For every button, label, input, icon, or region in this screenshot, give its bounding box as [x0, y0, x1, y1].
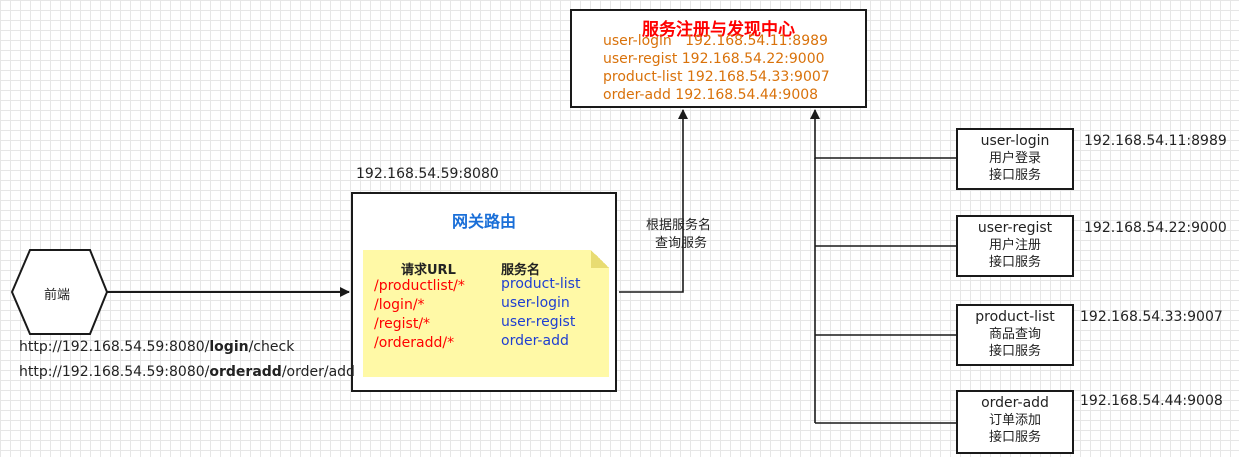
request-path-bold: login — [209, 339, 249, 355]
services-to-registry-arrow — [810, 109, 956, 159]
service-name: order-add — [981, 395, 1049, 411]
registry-center-box[interactable]: 服务注册与发现中心 user-login 192.168.54.11:8989 … — [570, 9, 867, 108]
service-desc: 订单添加 — [988, 413, 1041, 428]
registry-title: 服务注册与发现中心 — [642, 20, 795, 40]
request-prefix: http://192.168.54.59:8080/ — [19, 364, 210, 380]
registry-entry: order-add 192.168.54.44:9008 — [603, 87, 819, 103]
gateway-to-registry-arrow — [619, 109, 688, 293]
route-url: /login/* — [374, 297, 425, 313]
service-box-user-login[interactable]: user-login 用户登录 接口服务 — [956, 128, 1074, 190]
service-desc: 用户登录 — [988, 151, 1041, 166]
service-type: 接口服务 — [988, 255, 1041, 270]
service-ip: 192.168.54.33:9007 — [1080, 309, 1223, 325]
service-name: product-list — [975, 309, 1055, 325]
request-suffix: /order/add — [281, 364, 355, 380]
url-column-header: 请求URL — [401, 263, 456, 278]
route-service: order-add — [501, 333, 569, 349]
service-type: 接口服务 — [988, 168, 1041, 183]
service-box-user-regist[interactable]: user-regist 用户注册 接口服务 — [956, 215, 1074, 277]
service-type: 接口服务 — [988, 344, 1041, 359]
client-hexagon[interactable] — [10, 249, 109, 335]
note-fold-corner — [591, 250, 609, 268]
query-label-line2: 查询服务 — [655, 236, 708, 251]
request-example: http://192.168.54.59:8080/orderadd/order… — [19, 364, 355, 380]
service-type: 接口服务 — [988, 430, 1041, 445]
service-name: user-login — [980, 133, 1050, 149]
registry-entry: user-regist 192.168.54.22:9000 — [603, 51, 825, 67]
service-desc: 商品查询 — [988, 327, 1041, 342]
route-url: /productlist/* — [374, 278, 465, 294]
service-box-order-add[interactable]: order-add 订单添加 接口服务 — [956, 390, 1074, 454]
query-label-line1: 根据服务名 — [646, 218, 712, 233]
gateway-address: 192.168.54.59:8080 — [356, 166, 499, 182]
service-ip: 192.168.54.22:9000 — [1084, 220, 1227, 236]
route-service: user-regist — [501, 314, 576, 330]
service-name: user-regist — [977, 220, 1053, 236]
route-service: user-login — [501, 295, 570, 311]
registry-entry: product-list 192.168.54.33:9007 — [603, 69, 830, 85]
service-ip: 192.168.54.11:8989 — [1084, 133, 1227, 149]
service-ip: 192.168.54.44:9008 — [1080, 393, 1223, 409]
service-column-header: 服务名 — [501, 263, 541, 278]
route-table-note — [363, 250, 609, 377]
request-suffix: /check — [248, 339, 295, 355]
route-service: product-list — [501, 276, 581, 292]
request-path-bold: orderadd — [209, 364, 282, 380]
client-label: 前端 — [44, 288, 71, 303]
service-box-product-list[interactable]: product-list 商品查询 接口服务 — [956, 304, 1074, 366]
registry-entry: user-login 192.168.54.11:8989 — [603, 33, 828, 49]
request-example: http://192.168.54.59:8080/login/check — [19, 339, 294, 355]
route-url: /regist/* — [374, 316, 431, 332]
gateway-title: 网关路由 — [451, 212, 516, 231]
service-desc: 用户注册 — [988, 238, 1041, 253]
request-prefix: http://192.168.54.59:8080/ — [19, 339, 210, 355]
route-url: /orderadd/* — [374, 335, 455, 351]
